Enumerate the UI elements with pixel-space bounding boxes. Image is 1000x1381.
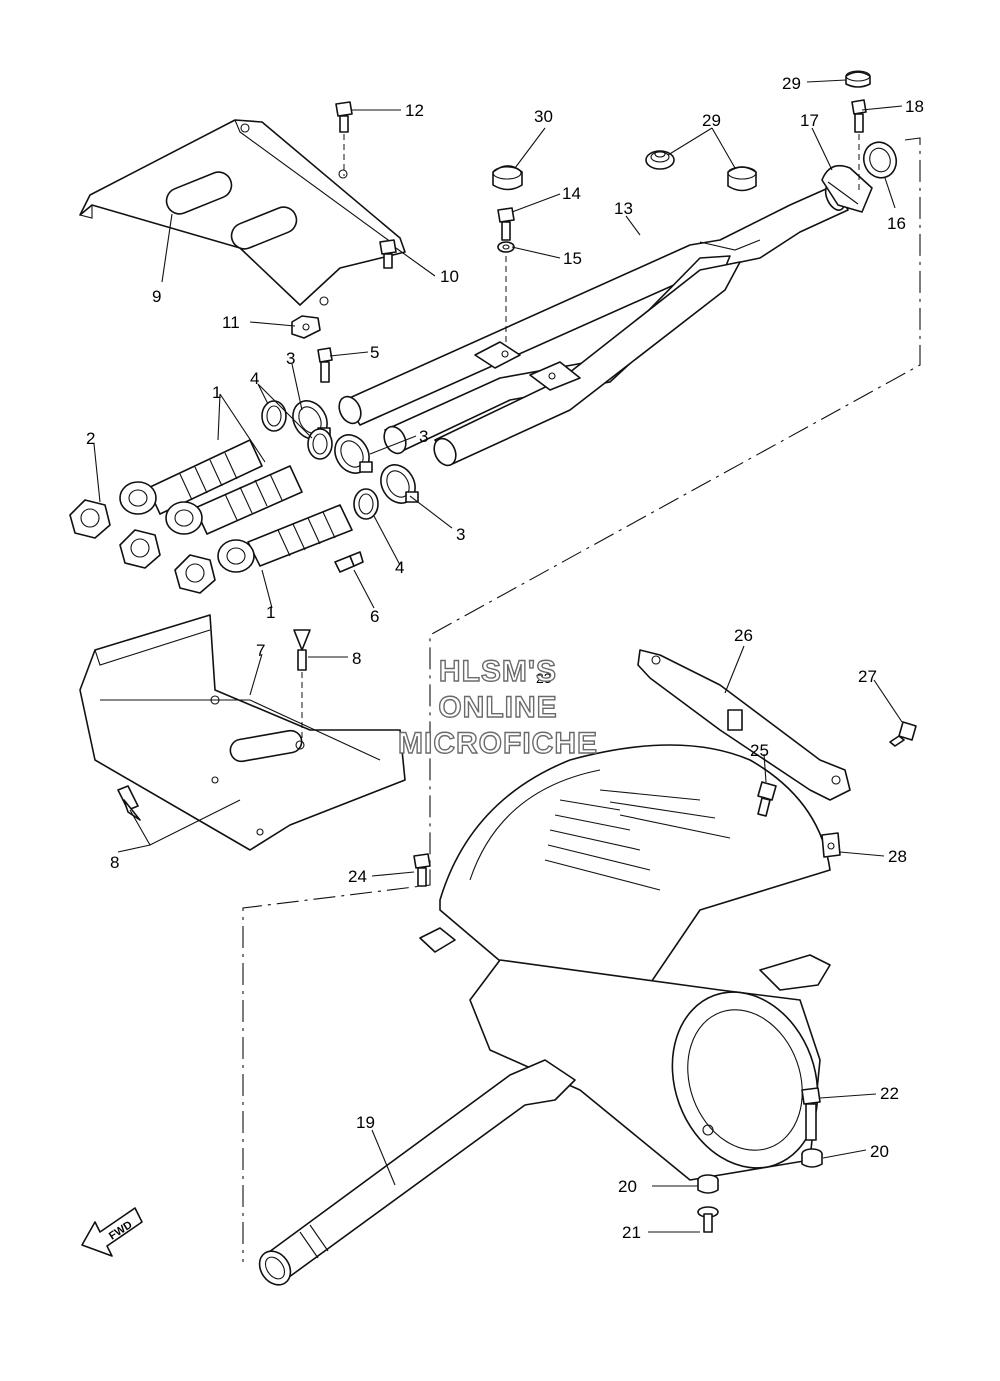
muffler bbox=[469, 954, 831, 1181]
watermark-line-1: HLSM'S bbox=[439, 655, 557, 688]
callout-27[interactable]: 27 bbox=[858, 667, 877, 686]
callout-17[interactable]: 17 bbox=[800, 111, 819, 130]
nut-28 bbox=[821, 832, 841, 858]
callout-8-bottom[interactable]: 8 bbox=[110, 853, 119, 872]
tail-pipe bbox=[258, 1059, 576, 1286]
callout-1-top[interactable]: 1 bbox=[212, 383, 221, 402]
callout-4-bottom[interactable]: 4 bbox=[395, 558, 404, 577]
flex-joint-1c bbox=[217, 504, 353, 573]
damper-20b bbox=[697, 1174, 719, 1194]
callout-30[interactable]: 30 bbox=[534, 107, 553, 126]
cap-30 bbox=[492, 165, 523, 191]
clamp-3c bbox=[380, 464, 419, 504]
callout-12[interactable]: 12 bbox=[405, 101, 424, 120]
callout-14[interactable]: 14 bbox=[562, 184, 581, 203]
callout-labels: 29 18 12 30 29 17 14 13 16 15 10 9 11 5 … bbox=[86, 74, 924, 1242]
watermark: HLSM'S ONLINE MICROFICHE bbox=[397, 654, 598, 760]
bolt-25 bbox=[757, 781, 777, 817]
callout-4-top[interactable]: 4 bbox=[250, 369, 259, 388]
bolt-10 bbox=[379, 239, 397, 269]
callout-24[interactable]: 24 bbox=[348, 867, 367, 886]
clamp-3b bbox=[334, 434, 373, 474]
grommet-29a bbox=[645, 150, 675, 170]
watermark-line-3: MICROFICHE bbox=[398, 727, 598, 760]
gasket-2 bbox=[69, 499, 216, 594]
bolt-14 bbox=[497, 207, 515, 345]
callout-2[interactable]: 2 bbox=[86, 429, 95, 448]
callout-13[interactable]: 13 bbox=[614, 199, 633, 218]
callout-1-bottom[interactable]: 1 bbox=[266, 603, 275, 622]
callout-20-left[interactable]: 20 bbox=[618, 1177, 637, 1196]
callout-9[interactable]: 9 bbox=[152, 287, 161, 306]
gasket-4a bbox=[261, 400, 287, 432]
callout-11[interactable]: 11 bbox=[222, 313, 240, 332]
callout-10[interactable]: 10 bbox=[440, 267, 459, 286]
callout-5[interactable]: 5 bbox=[370, 343, 379, 362]
grommet-29c bbox=[845, 70, 871, 88]
callout-28[interactable]: 28 bbox=[888, 847, 907, 866]
callout-8-top[interactable]: 8 bbox=[352, 649, 361, 668]
bolt-18 bbox=[851, 99, 867, 190]
callout-29-top[interactable]: 29 bbox=[782, 74, 801, 93]
callout-19[interactable]: 19 bbox=[356, 1113, 375, 1132]
bolt-22 bbox=[801, 1087, 821, 1141]
exhaust-pipes bbox=[338, 183, 849, 467]
callout-26[interactable]: 26 bbox=[734, 626, 753, 645]
grommet-29b bbox=[727, 166, 757, 192]
bolt-27 bbox=[889, 721, 917, 747]
callout-29-middle[interactable]: 29 bbox=[702, 111, 721, 130]
callout-25[interactable]: 25 bbox=[750, 741, 769, 760]
callout-18[interactable]: 18 bbox=[905, 97, 924, 116]
collar-21 bbox=[697, 1206, 719, 1233]
callout-3-top[interactable]: 3 bbox=[286, 349, 295, 368]
callout-21[interactable]: 21 bbox=[622, 1223, 641, 1242]
flex-joint-1a bbox=[119, 439, 263, 515]
callout-23[interactable]: 23 bbox=[536, 670, 552, 686]
flex-joint-1b bbox=[165, 465, 303, 535]
callout-22[interactable]: 22 bbox=[880, 1084, 899, 1103]
bolt-5 bbox=[317, 347, 333, 383]
callout-3-bottom[interactable]: 3 bbox=[456, 525, 465, 544]
callout-7[interactable]: 7 bbox=[256, 641, 265, 660]
bolt-12 bbox=[335, 101, 353, 176]
bracket-11 bbox=[291, 315, 321, 339]
rivet-8b bbox=[117, 785, 141, 821]
gasket-4b bbox=[307, 428, 333, 460]
bolt-24 bbox=[413, 853, 431, 887]
callout-15[interactable]: 15 bbox=[563, 249, 582, 268]
callout-20-right[interactable]: 20 bbox=[870, 1142, 889, 1161]
fwd-arrow: FWD bbox=[81, 1207, 143, 1257]
bolt-6 bbox=[334, 551, 364, 573]
callout-16[interactable]: 16 bbox=[887, 214, 906, 233]
lower-heat-shield bbox=[79, 614, 406, 851]
sealing-ring-16 bbox=[862, 141, 898, 179]
callout-3-middle[interactable]: 3 bbox=[419, 427, 428, 446]
watermark-line-2: ONLINE bbox=[438, 691, 557, 724]
callout-6[interactable]: 6 bbox=[370, 607, 379, 626]
damper-20a bbox=[801, 1148, 823, 1168]
rivet-8a bbox=[293, 629, 311, 740]
washer-15 bbox=[497, 241, 515, 253]
assembly-boundary bbox=[242, 137, 921, 1262]
upper-heat-shield bbox=[79, 119, 406, 306]
gasket-4c bbox=[353, 488, 379, 520]
muffler-stay-26 bbox=[637, 649, 851, 801]
leader-lines bbox=[93, 79, 903, 1233]
